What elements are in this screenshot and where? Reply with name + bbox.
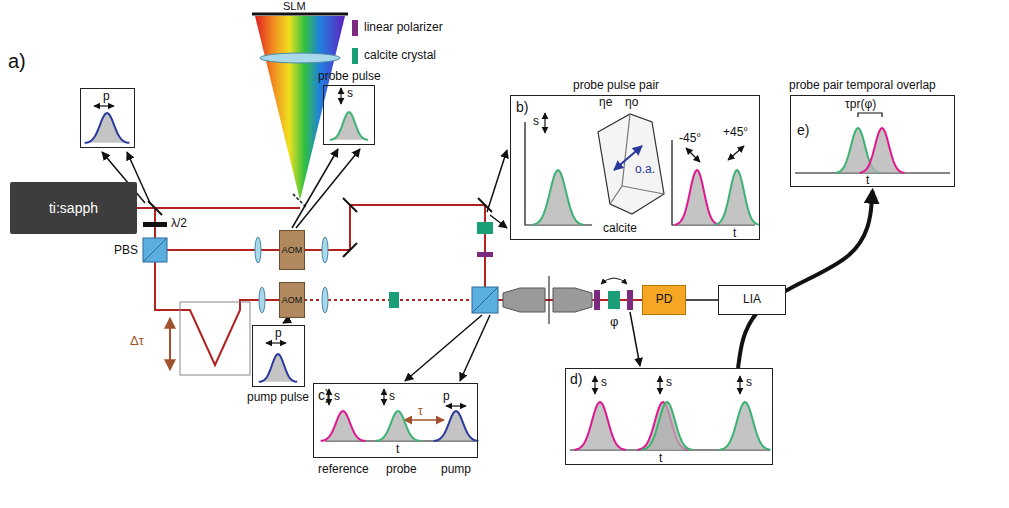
- connector: [686, 299, 718, 301]
- node-text: t: [396, 443, 399, 457]
- legend-swatch: [352, 20, 358, 36]
- pulse: [259, 354, 297, 382]
- inset-panel: probe pair temporal overlape)τpr(φ)t: [790, 95, 955, 187]
- node-text: LIA: [743, 293, 761, 307]
- pulse: [719, 402, 770, 450]
- pulse: [434, 411, 479, 441]
- connector: [738, 191, 873, 368]
- node-text: calcite: [603, 222, 637, 236]
- node-text: s: [533, 115, 539, 129]
- legend-text: linear polarizer: [364, 21, 443, 35]
- inset-panel: c)sspτtreferenceprobepump: [313, 383, 478, 458]
- inset-panel: probe pulse pairb)sηeηoo.a.calcite-45°+4…: [510, 95, 760, 240]
- pulse: [532, 170, 583, 225]
- node-text: p: [443, 390, 450, 404]
- node-text: probe pulse: [318, 70, 381, 84]
- pulse: [321, 411, 366, 441]
- pulse-inset: ppump pulse: [252, 325, 305, 387]
- node-text: d): [570, 371, 582, 387]
- node-text: b): [516, 99, 528, 115]
- node-text: t: [733, 227, 736, 241]
- pulse-inset: p: [80, 88, 135, 148]
- aom-box: AOM: [279, 282, 306, 318]
- pulse-inset: probe pulses: [323, 85, 375, 145]
- node-text: τpr(φ): [845, 98, 876, 112]
- node-text: s: [347, 87, 353, 101]
- aom-box: AOM: [279, 230, 306, 270]
- pulse: [675, 170, 720, 225]
- node-text: o.a.: [635, 163, 655, 177]
- node-text: probe pair temporal overlap: [789, 79, 936, 93]
- node-text: s: [334, 390, 340, 404]
- part-label: λ/2: [171, 217, 187, 231]
- pulse: [85, 113, 130, 143]
- photodiode-box: PD: [642, 285, 686, 315]
- inset-panel: d) s s s t: [565, 368, 773, 465]
- node-text: +45°: [723, 126, 748, 140]
- part-label: a): [8, 50, 26, 73]
- node-text: p: [103, 90, 110, 104]
- node-text: s: [746, 376, 752, 390]
- pulse: [715, 170, 760, 225]
- node-text: reference: [318, 463, 369, 477]
- pulse: [574, 402, 625, 450]
- pulse: [860, 128, 905, 173]
- pulse: [330, 112, 368, 140]
- legend-swatch: [352, 48, 358, 64]
- laser-box: ti:sapph: [10, 182, 137, 234]
- node-text: probe pulse pair: [573, 79, 659, 93]
- part-label: φ: [610, 315, 618, 330]
- node-text: s: [666, 376, 672, 390]
- node-text: probe: [386, 463, 417, 477]
- node-text: ηo: [625, 96, 638, 110]
- node-text: AOM: [282, 245, 303, 255]
- node-text: pump pulse: [247, 391, 309, 405]
- node-text: s: [389, 390, 395, 404]
- pulse: [641, 402, 692, 450]
- node-text: t: [659, 452, 662, 466]
- part-label: SLM: [283, 0, 306, 13]
- node-text: ti:sapph: [49, 200, 98, 216]
- legend-text: calcite crystal: [364, 49, 436, 63]
- part-label: Δτ: [130, 334, 144, 349]
- part-label: PBS: [114, 244, 138, 258]
- node-text: pump: [441, 463, 471, 477]
- node-text: s: [601, 376, 607, 390]
- node-text: τ: [418, 405, 423, 419]
- node-text: AOM: [282, 295, 303, 305]
- node-text: t: [866, 174, 869, 188]
- lock-in-box: LIA: [718, 285, 786, 315]
- node-text: -45°: [679, 132, 701, 146]
- node-text: e): [797, 122, 809, 138]
- node-text: PD: [656, 293, 673, 307]
- node-text: c): [318, 387, 330, 403]
- pulse: [376, 411, 421, 441]
- node-text: p: [275, 327, 282, 341]
- node-text: ηe: [599, 96, 612, 110]
